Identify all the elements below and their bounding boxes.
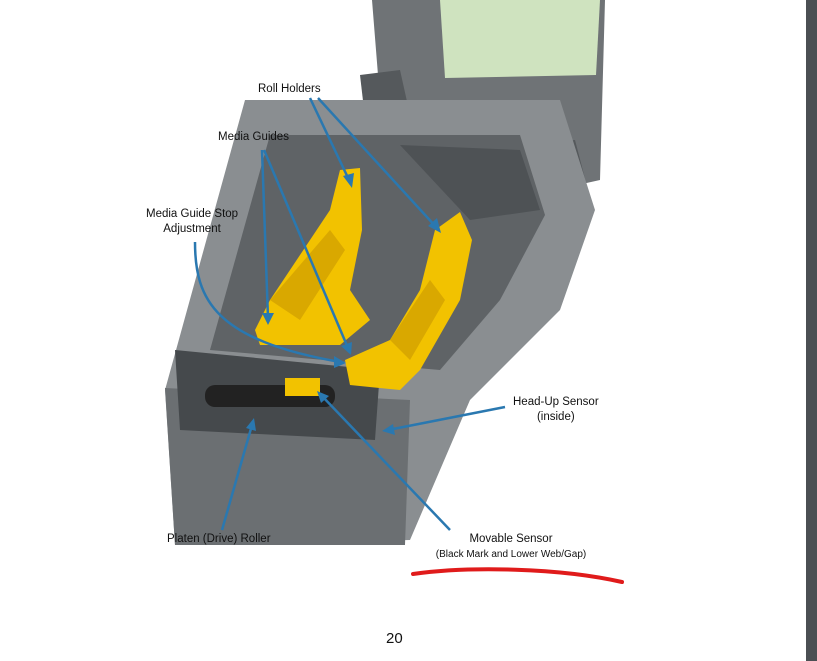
label-line: Movable Sensor — [469, 533, 553, 545]
label-line: Head-Up Sensor — [513, 396, 599, 408]
label-media-guide-stop: Media Guide Stop Adjustment — [146, 207, 238, 237]
callout-arrows — [193, 97, 506, 531]
label-media-guides: Media Guides — [218, 131, 289, 143]
label-line: (inside) — [536, 411, 575, 423]
label-roll-holders: Roll Holders — [258, 83, 321, 95]
label-line: Adjustment — [163, 223, 221, 235]
label-head-up-sensor: Head-Up Sensor (inside) — [513, 395, 599, 425]
page-number: 20 — [386, 630, 403, 647]
viewer-scrollbar[interactable] — [806, 0, 817, 661]
red-underline-annotation — [411, 567, 624, 584]
label-movable-sensor: Movable Sensor (Black Mark and Lower Web… — [426, 532, 596, 562]
label-line: (Black Mark and Lower Web/Gap) — [435, 549, 587, 560]
label-line: Media Guide Stop — [146, 208, 239, 220]
label-platen-roller: Platen (Drive) Roller — [167, 533, 271, 545]
